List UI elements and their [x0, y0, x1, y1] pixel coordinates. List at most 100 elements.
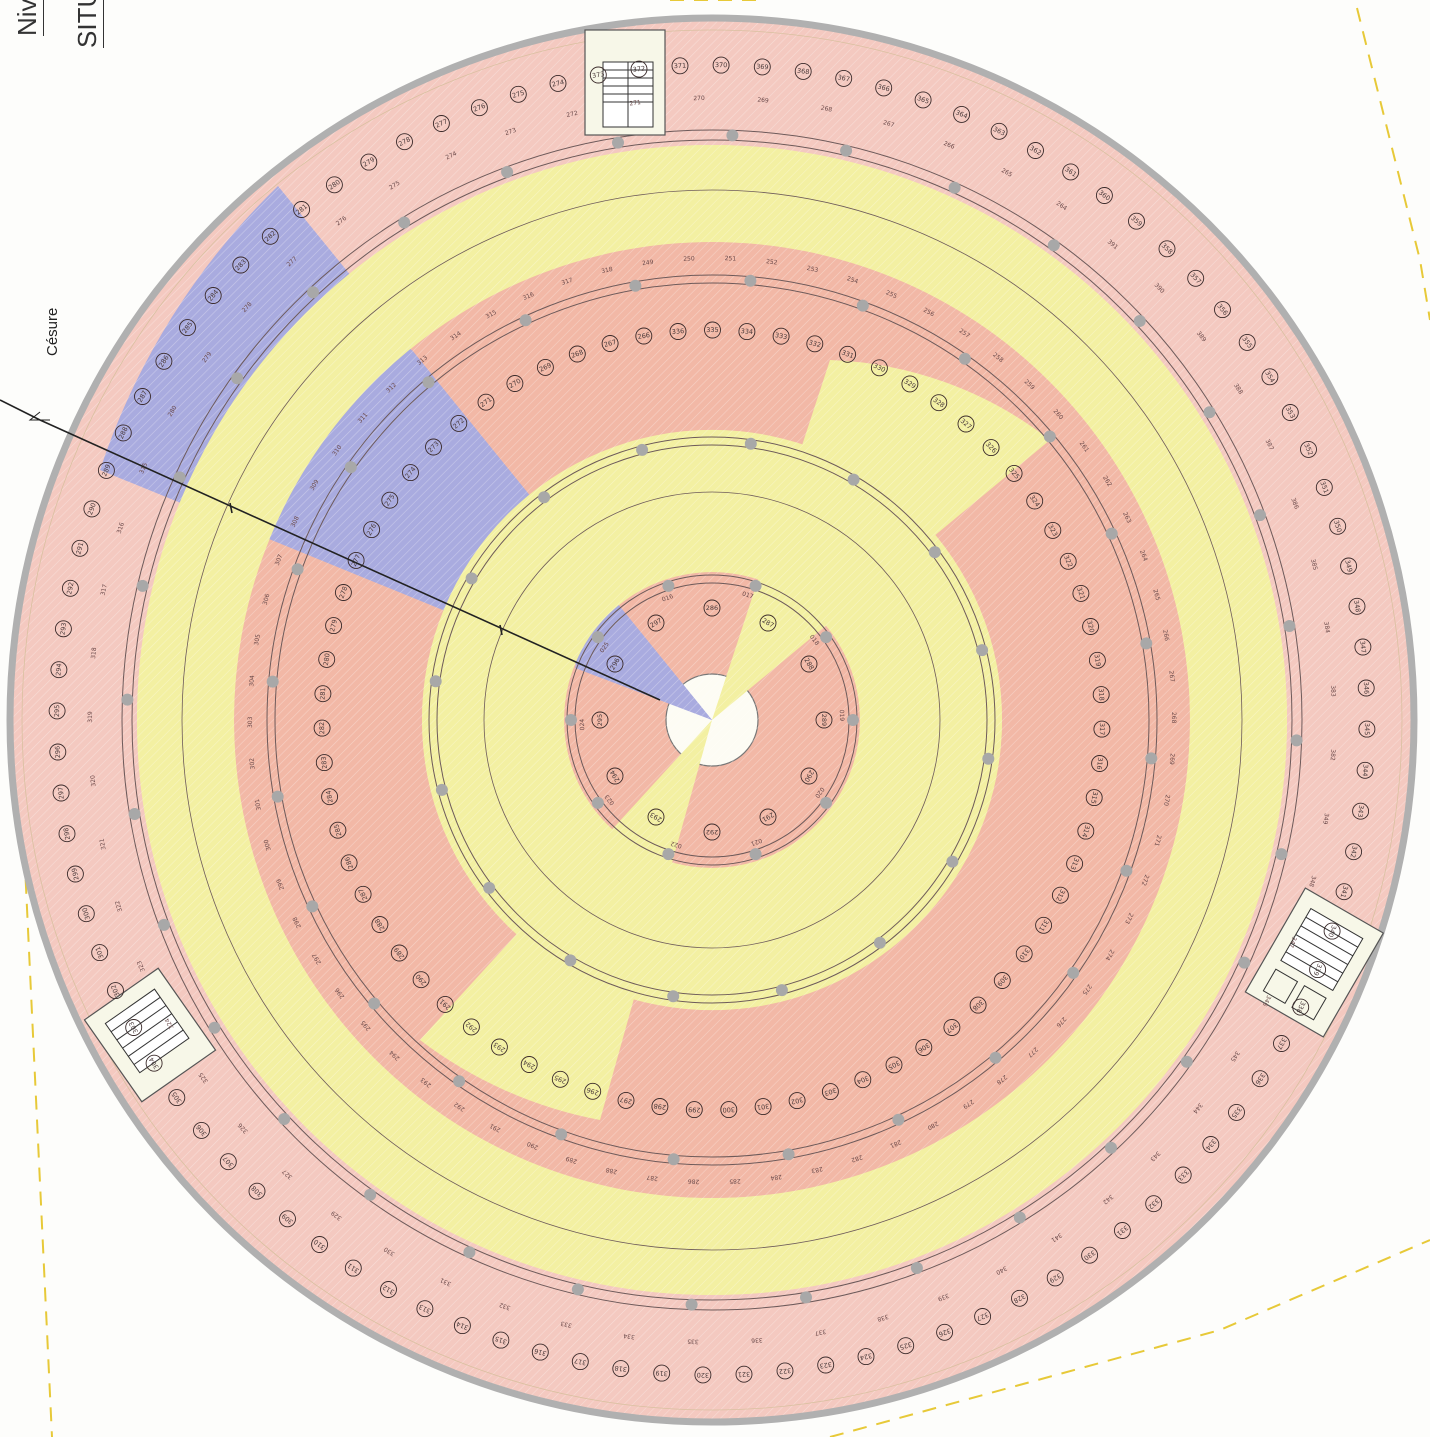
seat-marker-outer: 318	[612, 1360, 630, 1378]
seat-marker-outer: 315	[492, 1331, 510, 1349]
seat-marker-middle: 278	[334, 584, 352, 601]
seat-marker-outer: 322	[776, 1362, 794, 1380]
structural-column	[1043, 430, 1056, 443]
structural-column	[910, 1262, 923, 1274]
seat-marker-middle: 281	[314, 685, 332, 703]
room-number-middle: 282	[850, 1153, 863, 1163]
room-number-outer: 386	[1289, 497, 1300, 510]
structural-column	[136, 579, 149, 592]
room-number-middle: 288	[605, 1166, 618, 1175]
seat-marker-middle: 332	[806, 335, 824, 353]
room-number-middle: 308	[290, 515, 301, 529]
seat-marker-inner: 292	[703, 823, 721, 841]
room-number-outer: 315	[138, 462, 149, 475]
structural-column	[1275, 848, 1288, 861]
seat-marker-middle: 321	[1072, 584, 1090, 602]
room-number-outer: 320	[89, 775, 97, 787]
svg-text:280: 280	[322, 653, 332, 667]
seat-marker-middle: 316	[1091, 755, 1109, 772]
structural-column	[775, 984, 788, 997]
seat-marker-middle: 317	[1093, 720, 1111, 738]
structural-column	[306, 900, 319, 913]
seat-marker-outer: 326	[936, 1323, 954, 1341]
room-number-outer: 272	[566, 110, 579, 119]
structural-column	[892, 1113, 905, 1126]
seat-marker-outer: 341	[1335, 883, 1353, 901]
seat-marker-inner: 295	[591, 711, 609, 729]
room-number-middle: 316	[522, 291, 535, 302]
structural-column	[847, 473, 860, 486]
room-number-middle: 302	[249, 757, 257, 769]
seat-marker-outer: 324	[857, 1348, 875, 1366]
structural-column	[667, 990, 680, 1003]
svg-text:325: 325	[899, 1340, 913, 1351]
structural-column	[453, 1075, 466, 1088]
structural-column	[1120, 864, 1133, 877]
seat-marker-outer: 317	[571, 1353, 589, 1371]
room-number-outer: 338	[876, 1313, 889, 1323]
room-number-outer: 331	[439, 1276, 453, 1287]
structural-column	[266, 675, 279, 688]
svg-text:295: 295	[596, 714, 604, 726]
room-number-outer: 280	[167, 404, 179, 418]
seat-marker-middle: 279	[325, 617, 343, 635]
seat-marker-outer: 345	[1358, 720, 1376, 738]
structural-column	[1013, 1211, 1026, 1224]
seat-marker-outer: 292	[61, 579, 79, 597]
seat-marker-middle: 280	[318, 650, 336, 668]
svg-text:326: 326	[937, 1326, 951, 1338]
structural-column	[538, 491, 551, 504]
svg-text:314: 314	[1080, 824, 1091, 838]
svg-text:340: 340	[1326, 924, 1338, 938]
seat-marker-middle: 326	[982, 439, 1000, 457]
seat-marker-middle: 333	[772, 327, 790, 345]
seat-marker-inner: 289	[815, 711, 833, 729]
structural-column	[1254, 509, 1266, 522]
structural-column	[591, 631, 604, 644]
svg-text:335: 335	[706, 326, 718, 334]
room-number-middle: 250	[683, 255, 695, 263]
svg-text:286: 286	[343, 856, 355, 870]
seat-marker-outer: 368	[794, 62, 812, 80]
svg-text:298: 298	[653, 1102, 666, 1112]
room-number-middle: 291	[488, 1122, 502, 1134]
svg-text:299: 299	[688, 1105, 701, 1114]
structural-column	[873, 936, 886, 949]
seat-marker-outer: 290	[83, 500, 101, 518]
svg-text:323: 323	[819, 1360, 833, 1370]
structural-column	[1133, 315, 1146, 327]
structural-column	[435, 783, 448, 796]
room-number-outer: 340	[995, 1264, 1009, 1276]
svg-text:297: 297	[56, 786, 65, 799]
room-number-outer: 323	[136, 959, 147, 972]
structural-column	[1067, 966, 1080, 979]
seat-marker-middle: 300	[720, 1101, 738, 1119]
svg-text:317: 317	[573, 1356, 587, 1366]
seat-marker-outer: 369	[753, 58, 771, 76]
seat-marker-outer: 366	[875, 79, 893, 97]
room-number-middle: 254	[846, 275, 859, 285]
room-number-outer: 266	[942, 140, 955, 151]
structural-column	[948, 181, 961, 194]
svg-text:316: 316	[533, 1347, 547, 1358]
svg-text:317: 317	[1098, 723, 1106, 736]
seat-marker-outer: 316	[531, 1343, 549, 1361]
svg-text:283: 283	[320, 756, 329, 769]
structural-column	[571, 1283, 584, 1296]
structural-column	[782, 1148, 795, 1161]
seat-marker-outer: 347	[1354, 638, 1372, 656]
structural-column	[519, 314, 532, 327]
seat-marker-outer: 274	[549, 74, 567, 92]
room-number-outer: 273	[504, 127, 517, 137]
structural-column	[429, 675, 442, 688]
structural-column	[744, 274, 757, 287]
structural-column	[231, 372, 244, 385]
svg-text:291: 291	[74, 541, 85, 555]
svg-text:282: 282	[318, 722, 326, 735]
structural-column	[840, 144, 853, 157]
room-number-outer: 265	[1000, 167, 1014, 179]
room-number-middle: 280	[926, 1120, 940, 1132]
seat-marker-middle: 334	[738, 323, 756, 341]
structural-column	[946, 855, 959, 868]
